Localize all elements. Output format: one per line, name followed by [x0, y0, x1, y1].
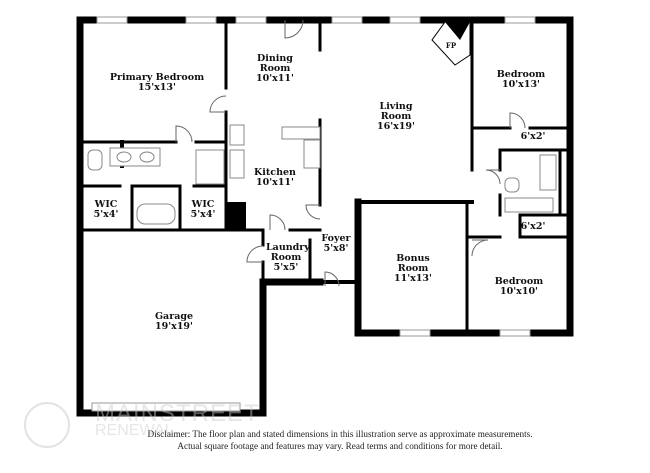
closet-lower: 6'x2': [521, 222, 546, 232]
disclaimer: Disclaimer: The floor plan and stated di…: [105, 428, 575, 452]
room-size: 5'x4': [93, 209, 119, 220]
room-size: 5'x8': [323, 243, 349, 254]
watermark-subtext: RENEWAL: [95, 422, 174, 439]
room-name: Bedroom: [494, 276, 544, 287]
room-name: Laundry Room: [266, 242, 310, 263]
room-size: 10'x10': [500, 286, 538, 297]
room-name: Bonus Room: [396, 253, 430, 274]
room-size: 10'x11': [256, 73, 294, 84]
room-name: Primary Bedroom: [109, 72, 205, 83]
room-size: 15'x13': [138, 82, 176, 93]
room-size: 5'x4': [190, 209, 216, 220]
fixtures: [87, 124, 557, 225]
disclaimer-line-1: Disclaimer: The floor plan and stated di…: [147, 429, 533, 439]
watermark-text: MAINSTREET: [95, 400, 260, 427]
room-name: Foyer: [321, 233, 351, 244]
room-size: 16'x19': [377, 121, 415, 132]
watermark-logo: [24, 402, 70, 448]
chimney: [226, 202, 246, 230]
room-size: 6'x2': [520, 221, 546, 232]
room-size: 10'x11': [256, 177, 294, 188]
room-name: Bedroom: [496, 69, 546, 80]
room-name: WIC: [191, 199, 215, 210]
room-name: WIC: [94, 199, 118, 210]
room-size: 6'x2': [520, 131, 546, 142]
room-size: 5'x5': [273, 262, 299, 273]
room-size: 10'x13': [502, 79, 540, 90]
room-size: 19'x19': [155, 321, 193, 332]
room-name: Dining Room: [257, 53, 293, 74]
doors: [175, 19, 526, 287]
room-name: Garage: [154, 311, 194, 322]
disclaimer-line-2: Actual square footage and features may v…: [177, 441, 503, 451]
room-name: Kitchen: [254, 167, 296, 178]
fireplace-label: FP: [445, 41, 457, 50]
room-name: Living Room: [379, 101, 413, 122]
windows: [91, 16, 536, 412]
room-size: 11'x13': [394, 273, 432, 284]
closet-upper: 6'x2': [521, 132, 546, 142]
